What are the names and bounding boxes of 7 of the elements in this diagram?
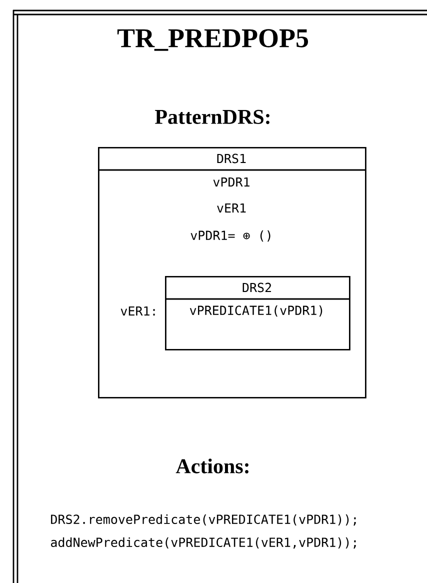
action-line: addNewPredicate(vPREDICATE1(vER1,vPDR1)); <box>51 537 356 549</box>
section-heading: PatternDRS: <box>155 110 270 124</box>
section-heading: Actions: <box>176 458 248 474</box>
drs-box: DRS2 vPREDICATE1(vPDR1) <box>165 276 350 350</box>
action-line: DRS2.removePredicate(vPREDICATE1(vPDR1)); <box>51 514 356 526</box>
variable-label: vER1: <box>120 306 155 316</box>
title: TR_PREDPOP5 <box>117 29 308 51</box>
